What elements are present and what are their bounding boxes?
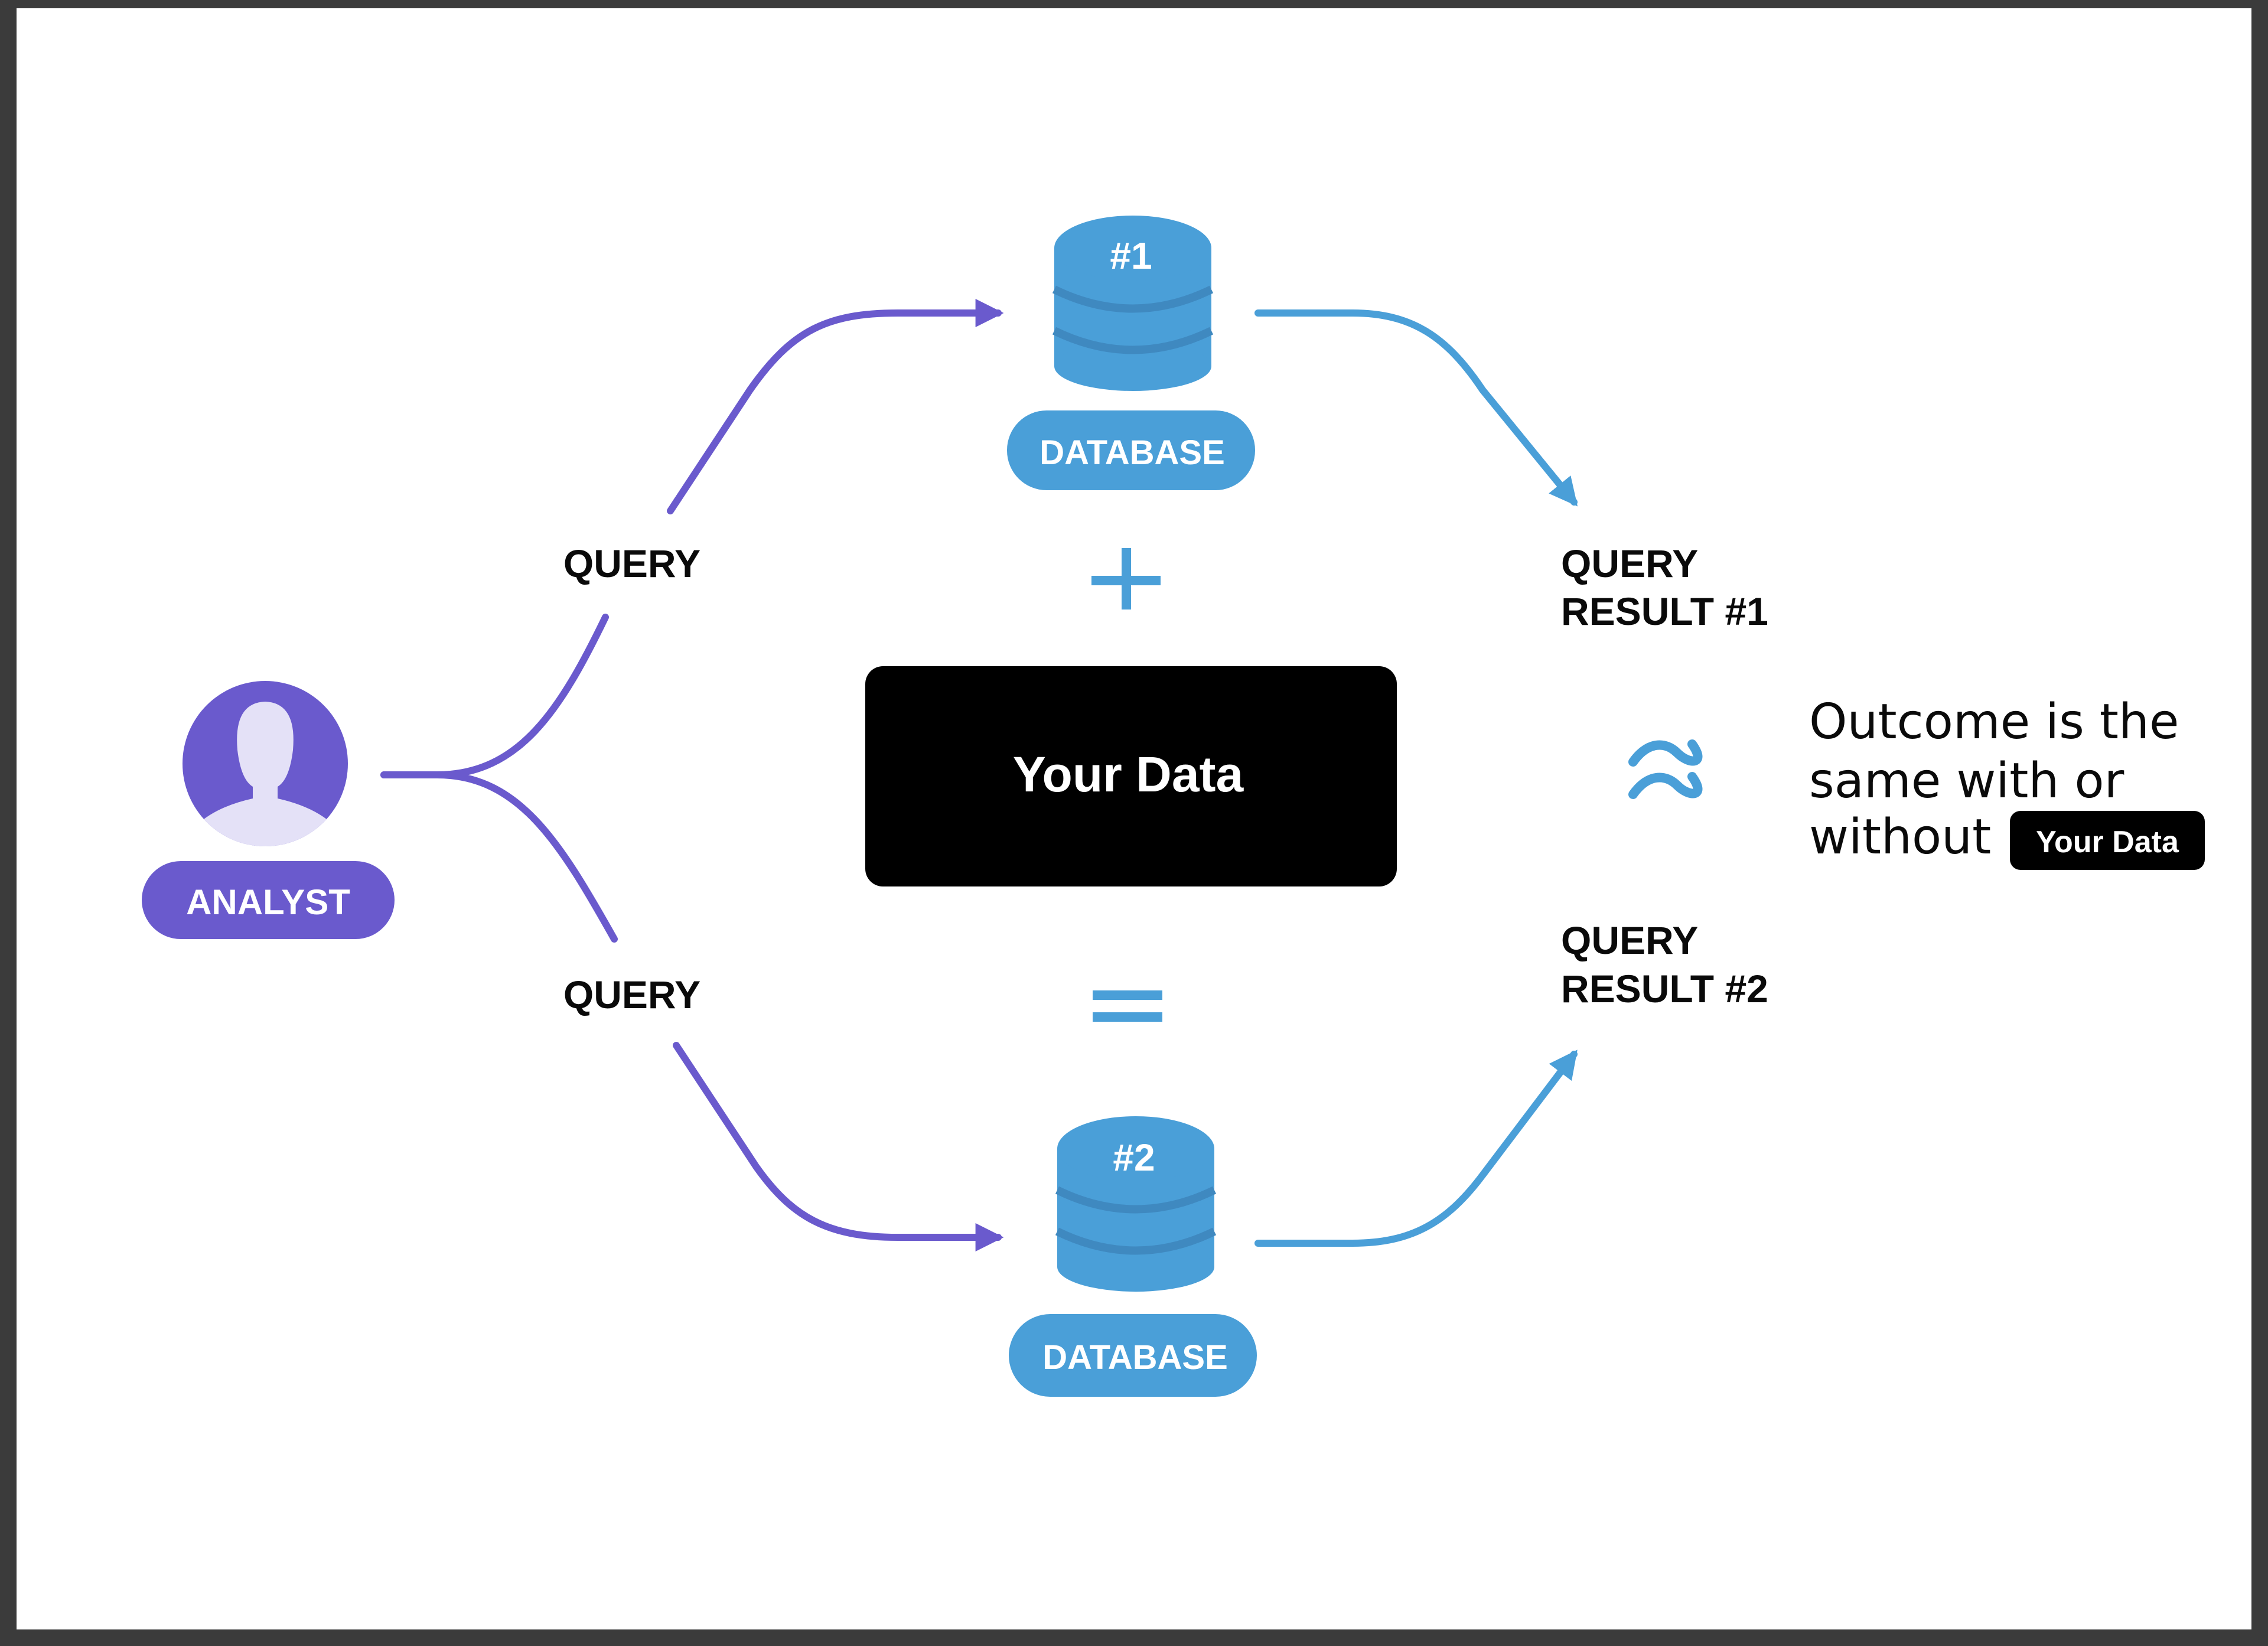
query-paths <box>380 299 1004 1251</box>
database-2-icon <box>1055 1116 1217 1292</box>
database-2-label: DATABASE <box>1042 1338 1228 1377</box>
analyst-label: ANALYST <box>186 882 350 922</box>
your-data-box <box>865 666 1397 886</box>
query-bottom-arrow <box>673 1042 1004 1251</box>
query-top-label: QUERY <box>563 542 700 585</box>
query-result-2-line1: QUERY <box>1561 918 1698 962</box>
query-top-arrow <box>667 299 1004 514</box>
analyst-avatar <box>183 681 348 846</box>
approx-operator <box>1628 739 1703 799</box>
database-1-number: #1 <box>1110 234 1152 277</box>
outcome-badge <box>2010 811 2205 870</box>
database-2-label-pill <box>1009 1314 1257 1397</box>
fork-bottom-path <box>380 771 618 943</box>
result-top-arrow <box>1254 309 1578 507</box>
database-1-icon <box>1052 216 1214 391</box>
database-2-number: #2 <box>1113 1136 1155 1179</box>
outcome-badge-label: Your Data <box>2036 825 2179 859</box>
analyst-label-pill <box>142 861 395 939</box>
plus-operator <box>1091 548 1161 609</box>
query-result-1-line2: RESULT #1 <box>1561 589 1768 633</box>
query-result-2-line2: RESULT #2 <box>1561 967 1768 1011</box>
outcome-line-3: without <box>1809 809 1991 865</box>
outcome-line-1: Outcome is the <box>1809 694 2179 750</box>
database-1-label-pill <box>1007 410 1255 490</box>
database-1-label: DATABASE <box>1040 433 1225 472</box>
fork-top-path <box>380 614 609 778</box>
result-bottom-arrow <box>1254 1049 1578 1247</box>
query-bottom-label: QUERY <box>563 973 700 1016</box>
user-avatar-icon <box>183 702 348 846</box>
query-result-1-line1: QUERY <box>1561 542 1698 585</box>
your-data-label: Your Data <box>1013 747 1244 802</box>
result-paths <box>1254 309 1578 1247</box>
outcome-line-2: same with or <box>1809 753 2124 809</box>
equals-operator <box>1093 990 1162 1022</box>
